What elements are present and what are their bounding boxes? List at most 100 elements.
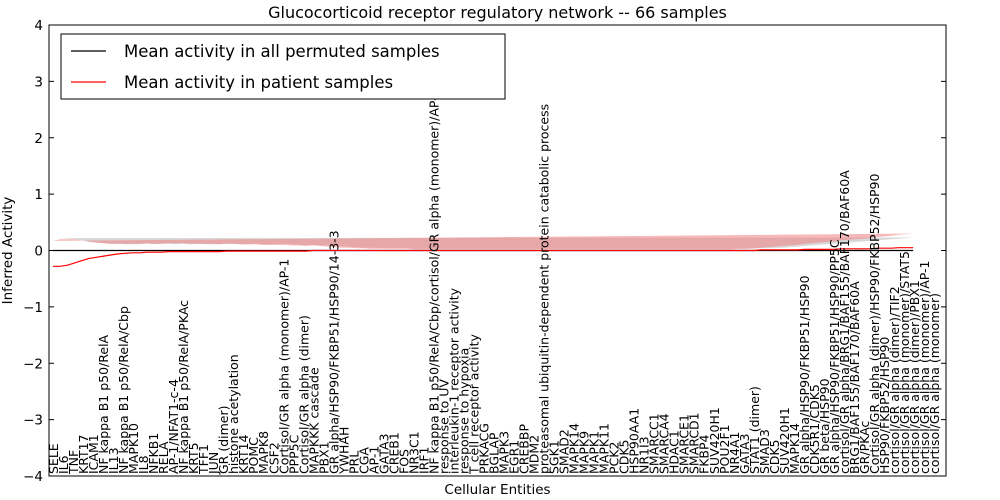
entity-label: SMARCA4	[657, 413, 672, 474]
y-tick-label: −3	[23, 413, 43, 429]
entity-label: EGR1	[507, 440, 522, 474]
entity-label: IRF1	[416, 446, 431, 474]
entity-label: KRT5	[186, 442, 201, 474]
entity-label: NR4A1	[727, 432, 742, 475]
activity-bands	[53, 233, 914, 250]
entity-label: Cortisol/GR alpha (dimer)	[296, 315, 311, 474]
entity-label: GR beta/HSP90	[817, 378, 832, 474]
entity-label: MAPK14	[567, 423, 582, 474]
entity-label: SMAD2	[557, 429, 572, 474]
entity-label: SUV420H1	[777, 407, 792, 474]
entity-label: KRT14	[236, 434, 251, 474]
entity-label: CDK5	[617, 439, 632, 474]
entity-label: MAPK14	[787, 423, 802, 474]
entity-label: cortisol/GR alpha (dimer)/TIF2	[887, 286, 902, 474]
entity-label: NF kappa B1 p50/RelA	[96, 334, 111, 474]
entity-label: AP-1	[366, 446, 381, 474]
entity-label: proteasomal ubiquitin-dependent protein …	[537, 104, 552, 474]
entity-label: BRG1/BAF155/BAF170/BAF60A	[847, 281, 862, 474]
patient-activity-band	[53, 233, 914, 250]
entity-label: POU2F1	[717, 424, 732, 474]
entity-label: NR3C1	[406, 431, 421, 474]
entity-label: GR (dimer)	[216, 405, 231, 474]
entity-label: KRT17	[76, 434, 91, 474]
entity-label: YWHAH	[336, 427, 351, 475]
entity-label: NF kappa B1 p50/RelA/PKAc	[176, 300, 191, 474]
entity-label: JUN	[206, 452, 221, 475]
entity-label: TNF	[66, 450, 81, 475]
entity-label: RELA	[156, 441, 171, 474]
entity-label: HSP90AA1	[627, 408, 642, 474]
activity-lines	[53, 247, 914, 267]
entity-label: MDM2	[527, 435, 542, 474]
entity-label: MAPK11	[597, 423, 612, 474]
entity-label: IL6	[56, 455, 71, 474]
entity-label: GR alpha/HSP90/FKBP51/HSP90/14-3-3	[326, 230, 341, 474]
entity-label: NF kappa B1 p50/RelA/Cbp	[116, 306, 131, 474]
entity-label: SELE	[46, 443, 61, 474]
entity-label: SGK1	[547, 440, 562, 474]
entity-label: SMARCC1	[647, 413, 662, 474]
entity-label: NFKB1	[146, 433, 161, 474]
y-tick-label: 4	[34, 18, 43, 34]
entity-label: histone acetylation	[226, 354, 241, 474]
entity-label: SMAD3	[757, 429, 772, 474]
entity-label: cortisol/GR alpha (monomer)/AP-1	[917, 261, 932, 475]
entity-label: FOS	[396, 449, 411, 474]
entity-label: PPP5C	[286, 434, 301, 474]
chart-title: Glucocorticoid receptor regulatory netwo…	[268, 3, 727, 22]
entity-label: Cortisol/GR alpha (monomer)/AP-1	[276, 259, 291, 474]
entity-label: cortisol/GR alpha (monomer)	[927, 293, 942, 474]
entity-label: FKBP4	[697, 434, 712, 474]
entity-label: CDK5	[767, 439, 782, 474]
entity-label: MAPK9	[577, 431, 592, 474]
entity-label: TFF1	[196, 444, 211, 475]
entity-label: ICAM1	[86, 434, 101, 474]
entity-label: SMARCD1	[687, 412, 702, 474]
entity-label: CREB1	[386, 432, 401, 474]
patient-mean-line	[53, 247, 914, 267]
legend-box	[60, 33, 506, 100]
entity-label: Cortisol/GR alpha (dimer)/HSP90/FKBP52/H…	[867, 173, 882, 474]
entity-label: IL13	[106, 447, 121, 474]
y-tick-label: 3	[34, 74, 43, 90]
entity-label: NR1I3	[637, 436, 652, 474]
entity-label: T cell receptor activity	[467, 334, 482, 475]
entity-label: cortisol/GR alpha (dimer)/PBX1	[907, 280, 922, 474]
y-tick-label: −4	[23, 469, 43, 485]
entity-label: HSP90/FKBP52/HSP90	[877, 337, 892, 474]
y-tick-label: −2	[23, 356, 43, 372]
entity-label: SUV420H1	[707, 407, 722, 474]
y-tick-label: −1	[23, 300, 43, 316]
x-axis-label: Cellular Entities	[444, 482, 550, 498]
entity-label: GR alpha/HSP90/FKBP51/HSP90/PP5C	[827, 239, 842, 474]
entity-label: interleukin-1 receptor activity	[447, 287, 462, 474]
y-tick-label: 1	[34, 187, 43, 203]
y-axis-label: Inferred Activity	[0, 197, 16, 305]
y-tick-label: 2	[34, 131, 43, 147]
legend-entry-patient: Mean activity in patient samples	[124, 73, 393, 92]
entity-label: PRKACG	[477, 423, 492, 474]
entity-label: cortisol/GR alpha/BRG1/BAF155/BAF170/BAF…	[837, 170, 852, 474]
entity-label: CDK5R1/CDK5	[807, 384, 822, 474]
entity-label: MAPK1	[587, 431, 602, 474]
entity-label: CGA	[356, 447, 371, 474]
entity-label: GATA3	[376, 434, 391, 474]
entity-label: HDAC1	[667, 430, 682, 474]
entity-label: CSF2	[266, 442, 281, 474]
legend: Mean activity in all permuted samples Me…	[60, 33, 506, 100]
entity-label: IL8	[136, 455, 151, 474]
entity-label: POMC	[246, 437, 261, 474]
entity-label: STAT1 (dimer)	[747, 386, 762, 474]
entity-label: MAPKKK cascade	[306, 367, 321, 474]
entity-label: cortisol/GR alpha (monomer)/STAT5	[897, 251, 912, 474]
entity-label: PBX1	[316, 441, 331, 474]
legend-entry-permuted: Mean activity in all permuted samples	[124, 42, 440, 61]
entity-label: GR/PKAc	[857, 421, 872, 474]
entity-label: PCK2	[607, 442, 622, 474]
entity-label: NF kappa B1 p50/RelA/Cbp/cortisol/GR alp…	[426, 88, 441, 474]
entity-label: CREBBP	[517, 424, 532, 474]
